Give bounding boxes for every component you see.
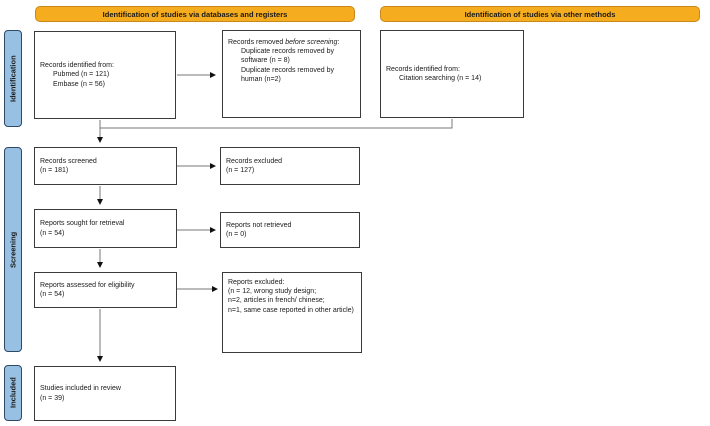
sidebar-identification-label: Identification [8, 55, 18, 102]
box-reports-not-retrieved-count: (n = 0) [226, 231, 247, 238]
sidebar-screening-label: Screening [8, 231, 18, 268]
sidebar-screening: Screening [4, 147, 22, 352]
box-studies-included: Studies included in review (n = 39) [34, 366, 176, 421]
box-records-identified-item: Embase (n = 56) [53, 80, 105, 88]
box-records-removed-italic: before screening [285, 39, 338, 46]
box-reports-excluded-line: Reports excluded: [228, 279, 285, 286]
box-records-excluded-line: Records excluded [226, 157, 283, 165]
box-citation-searching: Records identified from: Citation search… [380, 30, 524, 118]
box-reports-excluded: Reports excluded: (n = 12, wrong study d… [222, 272, 362, 353]
header-other-methods-label: Identification of studies via other meth… [464, 9, 616, 19]
box-records-removed-item: Duplicate records removed by software (n… [241, 48, 334, 65]
box-records-removed-item: Duplicate records removed by human (n=2) [241, 66, 334, 83]
header-other-methods: Identification of studies via other meth… [380, 6, 700, 22]
box-citation-searching-line: Records identified from: [386, 65, 460, 73]
box-reports-assessed: Reports assessed for eligibility (n = 54… [34, 272, 177, 308]
box-records-removed: Records removed before screening: Duplic… [222, 30, 361, 118]
box-records-identified-line: Records identified from: [40, 62, 114, 70]
box-reports-excluded-reason: n=2, articles in french/ chinese; [228, 297, 325, 305]
box-records-excluded: Records excluded (n = 127) [220, 147, 360, 185]
box-reports-sought-line: Reports sought for retrieval [40, 220, 125, 228]
sidebar-included: Included [4, 365, 22, 421]
box-records-screened: Records screened (n = 181) [34, 147, 177, 185]
connector-citation-to-screened [100, 119, 453, 129]
box-reports-not-retrieved: Reports not retrieved (n = 0) [220, 212, 360, 248]
sidebar-identification: Identification [4, 30, 22, 127]
box-reports-sought: Reports sought for retrieval (n = 54) [34, 209, 177, 248]
box-reports-excluded-reason: n=1, same case reported in other article… [228, 306, 354, 314]
box-records-removed-prefix: Records removed [228, 39, 286, 46]
header-databases-registers: Identification of studies via databases … [35, 6, 355, 22]
box-studies-included-count: (n = 39) [40, 394, 65, 402]
box-records-screened-count: (n = 181) [40, 167, 69, 174]
box-records-screened-line: Records screened [40, 157, 97, 165]
box-records-removed-line: Records removed before screening: [228, 38, 355, 47]
box-reports-sought-count: (n = 54) [40, 229, 65, 237]
box-records-excluded-count: (n = 127) [226, 167, 255, 174]
box-citation-searching-item: Citation searching (n = 14) [399, 75, 482, 82]
box-records-identified-item: Pubmed (n = 121) [53, 71, 110, 79]
box-records-removed-suffix: : [337, 39, 340, 46]
box-reports-excluded-reason: (n = 12, wrong study design; [228, 288, 317, 296]
box-records-identified: Records identified from: Pubmed (n = 121… [34, 31, 176, 119]
header-databases-registers-label: Identification of studies via databases … [102, 9, 288, 19]
box-reports-assessed-count: (n = 54) [40, 291, 65, 298]
box-studies-included-line: Studies included in review [40, 385, 121, 393]
box-reports-not-retrieved-line: Reports not retrieved [226, 221, 292, 229]
sidebar-included-label: Included [8, 377, 18, 409]
box-reports-assessed-line: Reports assessed for eligibility [40, 281, 135, 289]
